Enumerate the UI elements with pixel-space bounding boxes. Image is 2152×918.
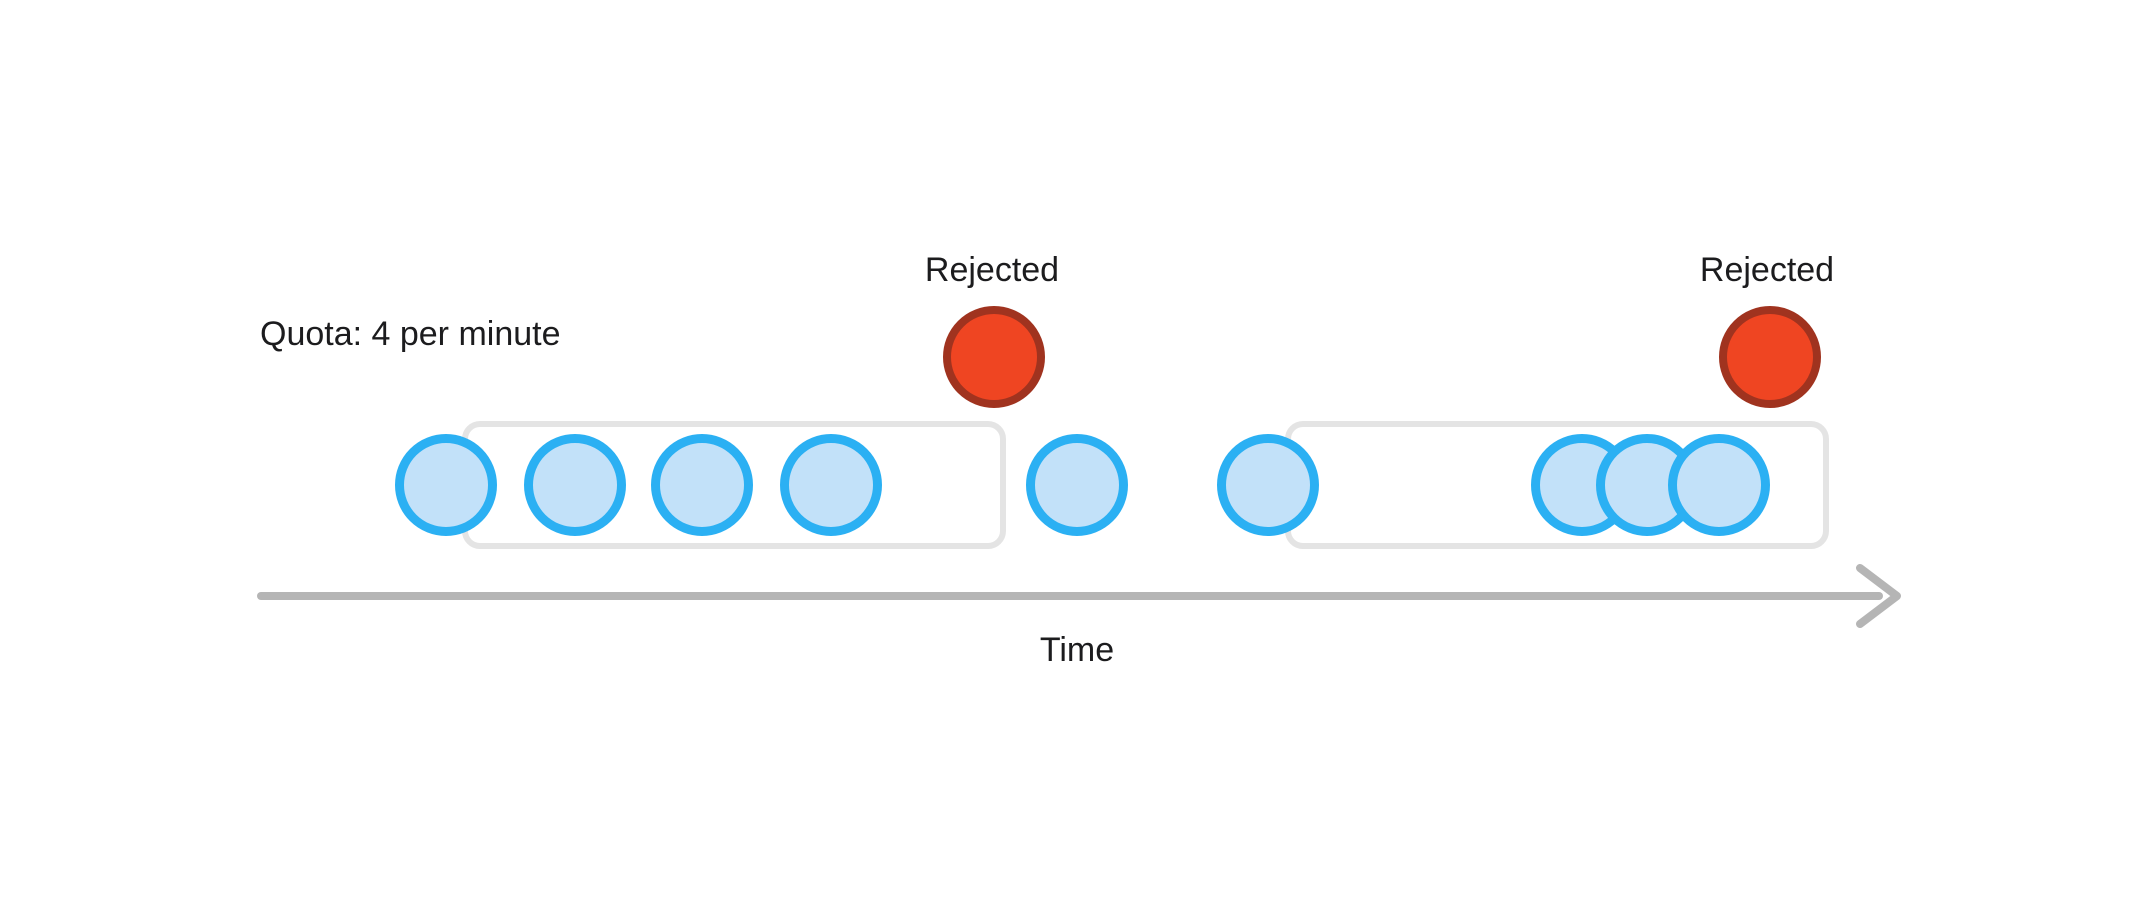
rejected-label-1: Rejected — [924, 251, 1060, 289]
rejected-request-dot-1 — [943, 306, 1045, 408]
accepted-request-dot-1 — [395, 434, 497, 536]
time-axis-line — [257, 592, 1883, 600]
time-axis-arrowhead — [1856, 564, 1901, 628]
accepted-request-dot-4 — [780, 434, 882, 536]
rejected-request-dot-2 — [1719, 306, 1821, 408]
rejected-label-2: Rejected — [1699, 251, 1835, 289]
accepted-request-dot-3 — [651, 434, 753, 536]
accepted-request-dot-5 — [1026, 434, 1128, 536]
accepted-request-dot-6 — [1217, 434, 1319, 536]
time-axis-label: Time — [1039, 631, 1115, 669]
quota-label: Quota: 4 per minute — [260, 315, 561, 353]
accepted-request-dot-2 — [524, 434, 626, 536]
accepted-request-dot-9 — [1668, 434, 1770, 536]
